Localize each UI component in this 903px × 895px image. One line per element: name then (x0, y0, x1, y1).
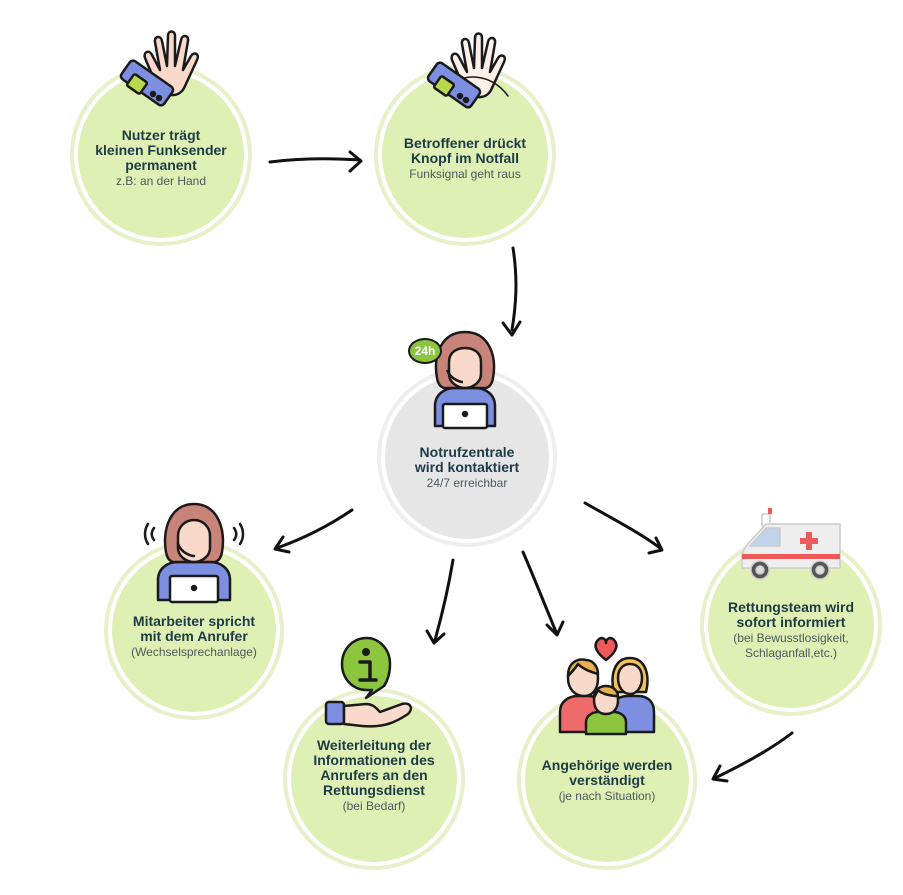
info-hand-icon (324, 636, 413, 728)
step-subtitle: (bei Bewusstlosigkeit, Schlaganfall,etc.… (733, 631, 849, 660)
hand-wristband-icon (119, 30, 199, 107)
step-title: Weiterleitung der Informationen des Anru… (313, 737, 435, 798)
step-title: Nutzer trägt kleinen Funksender permanen… (95, 127, 227, 173)
step-title: Mitarbeiter spricht mit dem Anrufer (132, 613, 256, 644)
arrowhead-3-to-5 (425, 629, 446, 645)
arrow-1-to-2 (268, 157, 362, 164)
step-title: Betroffener drückt Knopf im Notfall (403, 135, 527, 166)
operator-speaking-icon (143, 502, 245, 604)
step-node-wear-transmitter: Nutzer trägt kleinen Funksender permanen… (70, 64, 252, 246)
arrowhead-3-to-6 (545, 620, 565, 637)
arrow-7-to-6 (713, 731, 794, 780)
family-heart-icon (558, 636, 656, 736)
operator-24h-icon-group: 24h (405, 326, 515, 430)
operator-headset-icon (433, 330, 497, 430)
step-subtitle: Funksignal geht raus (409, 167, 521, 181)
arrowhead-7-to-6 (711, 764, 729, 783)
arrowhead-1-to-2 (348, 150, 363, 173)
arrow-3-to-4 (275, 508, 354, 550)
step-subtitle: (Wechselsprechanlage) (131, 645, 257, 659)
arrow-3-to-5 (433, 558, 455, 642)
arrow-3-to-7 (583, 501, 662, 550)
arrow-3-to-6 (521, 550, 558, 634)
step-subtitle: (je nach Situation) (558, 789, 656, 803)
hand-pressing-button-icon (426, 32, 509, 109)
step-title: Notrufzentrale wird kontaktiert (414, 444, 520, 475)
arrowhead-3-to-4 (273, 535, 291, 554)
step-subtitle: (bei Bedarf) (342, 799, 406, 813)
badge-24h-icon: 24h (408, 338, 442, 364)
ambulance-icon (741, 508, 841, 580)
arrowhead-3-to-7 (647, 536, 664, 555)
arrow-2-to-3 (510, 246, 518, 332)
step-subtitle: z.B: an der Hand (115, 174, 207, 188)
arrowhead-2-to-3 (501, 320, 522, 337)
step-subtitle: 24/7 erreichbar (426, 476, 508, 490)
step-title: Rettungsteam wird sofort informiert (727, 599, 854, 630)
step-title: Angehörige werden verständigt (541, 757, 673, 788)
